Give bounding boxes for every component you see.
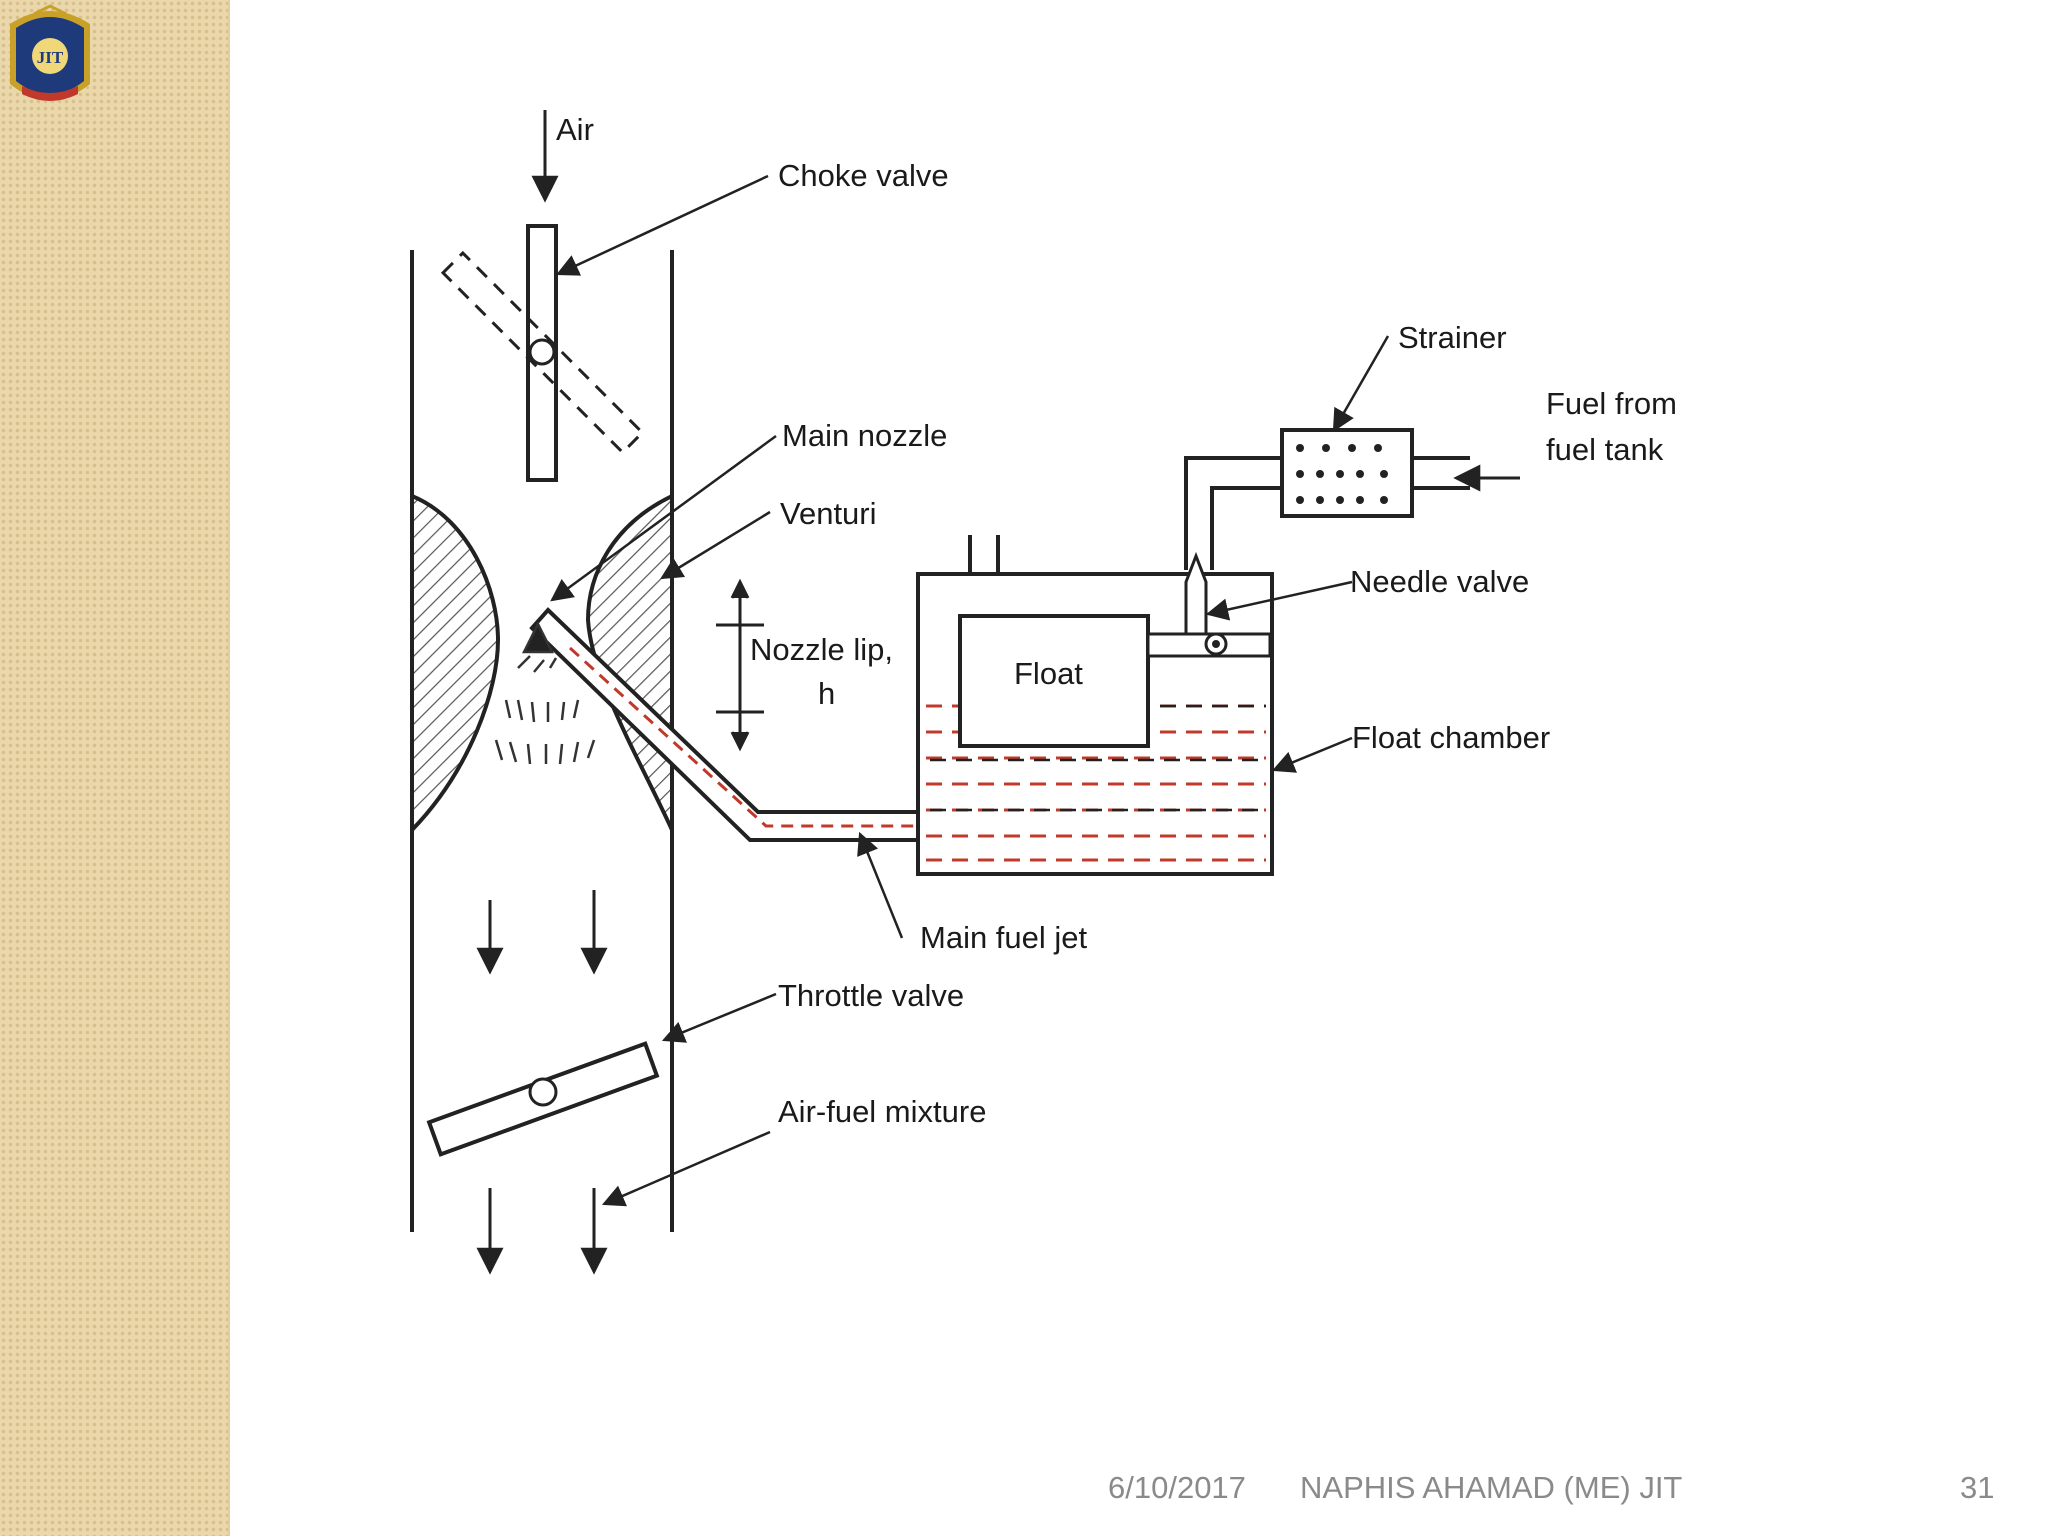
label-fuel-from-line2: fuel tank <box>1546 432 1664 467</box>
nozzle-lip-dimension <box>716 578 764 752</box>
label-main-nozzle: Main nozzle <box>782 418 947 453</box>
label-air: Air <box>556 112 594 147</box>
label-nozzle-lip-line1: Nozzle lip, <box>750 632 893 667</box>
flow-arrows <box>476 890 608 1275</box>
choke-valve <box>440 224 645 482</box>
jit-logo-icon: JIT <box>10 4 90 101</box>
label-venturi: Venturi <box>780 496 877 531</box>
label-throttle-valve: Throttle valve <box>778 978 964 1013</box>
label-nozzle-lip-line2: h <box>818 676 835 711</box>
fuel-spray <box>494 621 596 765</box>
leader-lines <box>550 174 1390 1207</box>
label-strainer: Strainer <box>1398 320 1507 355</box>
label-air-fuel-mixture: Air-fuel mixture <box>778 1094 986 1129</box>
footer-author: NAPHIS AHAMAD (ME) JIT <box>1300 1470 1683 1505</box>
label-float-chamber: Float chamber <box>1352 720 1550 755</box>
logo-text: JIT <box>37 48 64 67</box>
footer-date: 6/10/2017 <box>1108 1470 1246 1505</box>
label-main-fuel-jet: Main fuel jet <box>920 920 1088 955</box>
float <box>958 614 1272 748</box>
label-choke-valve: Choke valve <box>778 158 949 193</box>
label-needle-valve: Needle valve <box>1350 564 1529 599</box>
strainer <box>1280 428 1414 518</box>
label-float: Float <box>1014 656 1083 691</box>
label-fuel-from-line1: Fuel from <box>1546 386 1677 421</box>
throttle-valve <box>426 1041 660 1157</box>
decorative-sidebar <box>0 0 230 1536</box>
footer-page-number: 31 <box>1960 1470 1995 1505</box>
needle-valve <box>1184 551 1208 636</box>
